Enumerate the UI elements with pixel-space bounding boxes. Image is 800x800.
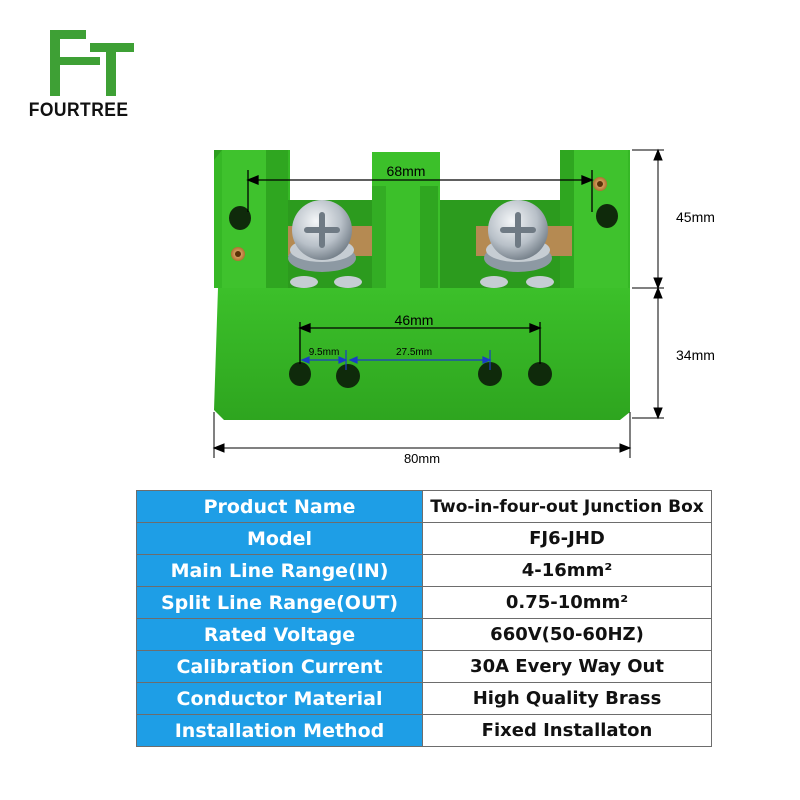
dim-68mm-label: 68mm [387, 163, 426, 179]
spec-label: Installation Method [136, 714, 423, 747]
brand-name: FOURTREE [28, 100, 129, 121]
dim-46mm-label: 46mm [395, 312, 434, 328]
dim-height-lines [632, 148, 664, 420]
dim-9-5mm-label: 9.5mm [309, 347, 340, 358]
spec-label: Product Name [136, 490, 423, 523]
spec-row-product-name: Product Name Two-in-four-out Junction Bo… [136, 490, 712, 523]
spec-row-model: Model FJ6-JHD [136, 522, 712, 555]
fourtree-logo-mark [50, 30, 134, 96]
dim-68mm [246, 170, 594, 212]
spec-label: Calibration Current [136, 650, 423, 683]
dim-27-5mm-label: 27.5mm [396, 347, 432, 358]
junction-box-figure: 68mm 45mm 34mm 46mm 9.5mm 27.5mm [212, 148, 715, 466]
spec-row-calibration-current: Calibration Current 30A Every Way Out [136, 650, 712, 683]
spec-label: Rated Voltage [136, 618, 423, 651]
spec-value: Fixed Installaton [422, 714, 712, 747]
dim-small-spacings [300, 350, 492, 370]
mount-hole-left [229, 206, 251, 230]
brand-logo: FOURTREE [28, 24, 138, 134]
dim-45mm-label: 45mm [676, 209, 715, 225]
spec-value: 30A Every Way Out [422, 650, 712, 683]
outlet-hole-2 [336, 364, 360, 388]
spec-row-main-line-range: Main Line Range(IN) 4-16mm² [136, 554, 712, 587]
spec-value: 0.75-10mm² [422, 586, 712, 619]
dim-80mm [212, 412, 632, 458]
outlet-hole-1 [289, 362, 311, 386]
spec-label: Conductor Material [136, 682, 423, 715]
spec-row-conductor-material: Conductor Material High Quality Brass [136, 682, 712, 715]
spec-label: Model [136, 522, 423, 555]
spec-label: Main Line Range(IN) [136, 554, 423, 587]
spec-value: High Quality Brass [422, 682, 712, 715]
spec-row-rated-voltage: Rated Voltage 660V(50-60HZ) [136, 618, 712, 651]
spec-value: FJ6-JHD [422, 522, 712, 555]
screw-right [484, 200, 552, 272]
dim-34mm-label: 34mm [676, 347, 715, 363]
mount-hole-right [596, 204, 618, 228]
spec-label: Split Line Range(OUT) [136, 586, 423, 619]
outlet-hole-4 [528, 362, 552, 386]
box-front [214, 288, 630, 420]
spec-value: Two-in-four-out Junction Box [422, 490, 712, 523]
dim-46mm [298, 322, 542, 364]
spec-value: 660V(50-60HZ) [422, 618, 712, 651]
spec-value: 4-16mm² [422, 554, 712, 587]
spec-table: Product Name Two-in-four-out Junction Bo… [136, 490, 712, 747]
screw-left [288, 200, 356, 272]
spec-row-installation-method: Installation Method Fixed Installaton [136, 714, 712, 747]
dim-80mm-label: 80mm [404, 451, 440, 466]
outlet-hole-3 [478, 362, 502, 386]
spec-row-split-line-range: Split Line Range(OUT) 0.75-10mm² [136, 586, 712, 619]
